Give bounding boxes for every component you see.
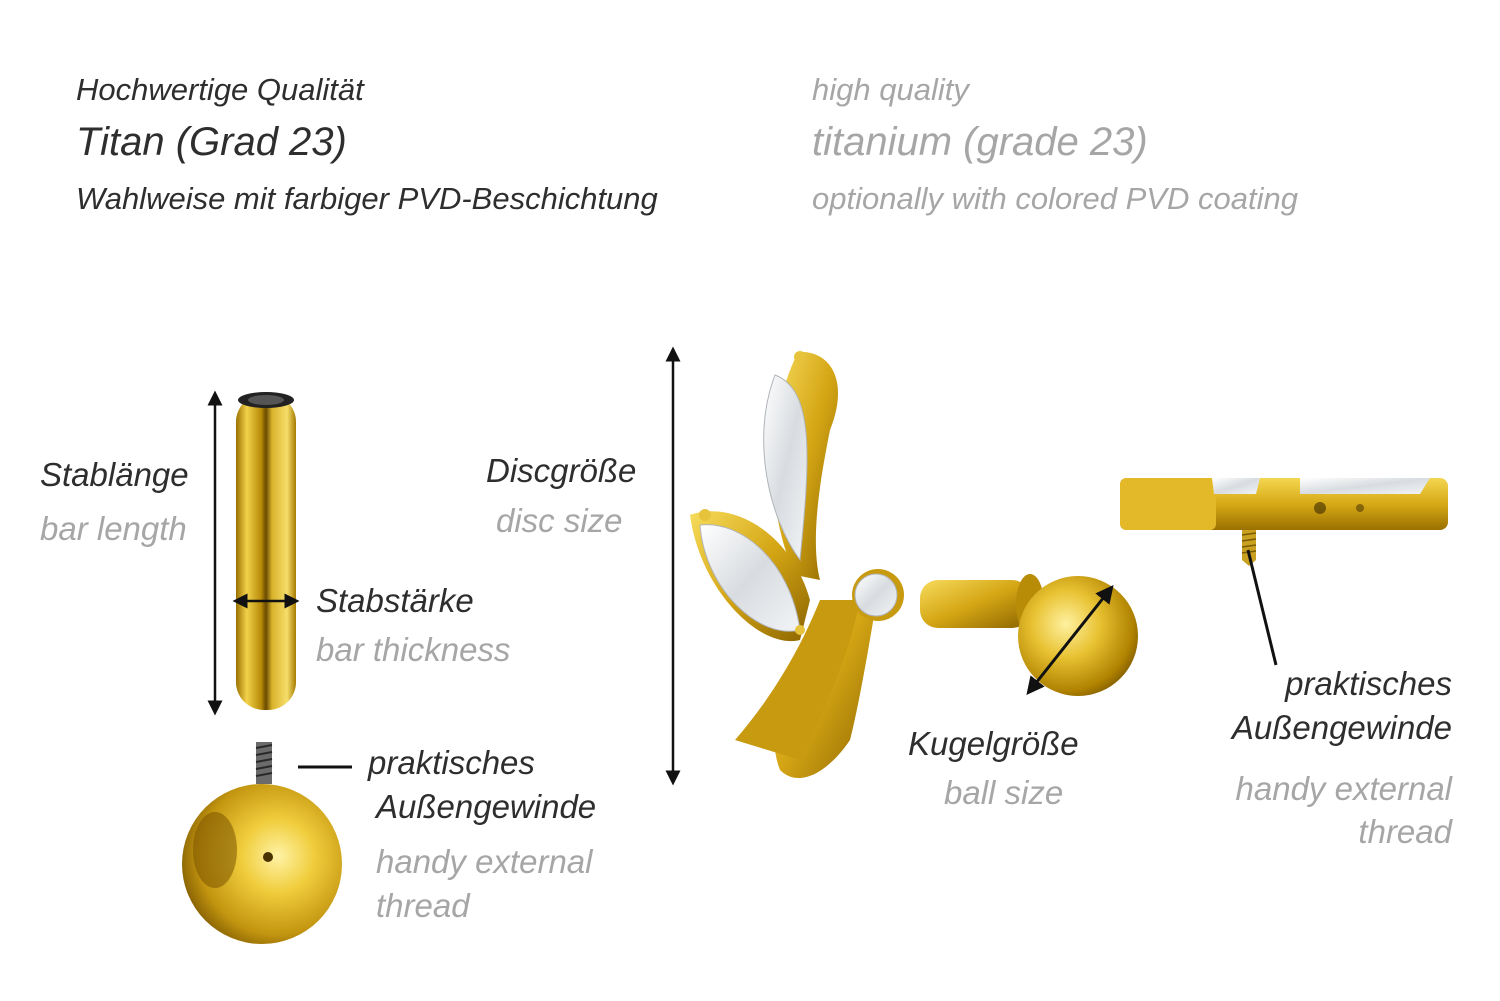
bar-thickness-label-de: Stabstärke	[316, 582, 474, 619]
header-en-material: titanium (grade 23)	[812, 120, 1148, 164]
upper-marquise-gem	[763, 374, 808, 562]
bar-length-label-en: bar length	[40, 510, 187, 547]
header-de-coating: Wahlweise mit farbiger PVD-Beschichtung	[76, 181, 658, 216]
ball-size-label-en: ball size	[944, 774, 1064, 811]
disc-side-view-illustration	[1120, 478, 1448, 666]
bar-thickness-label-en: bar thickness	[316, 631, 511, 668]
ball-illustration	[182, 742, 352, 944]
header-de-material: Titan (Grad 23)	[76, 120, 347, 164]
disc-size-label-de: Discgröße	[486, 452, 637, 489]
header-en-coating: optionally with colored PVD coating	[812, 181, 1298, 216]
thread-right-label-de-2: Außengewinde	[1231, 709, 1452, 746]
bar-illustration	[207, 390, 300, 716]
thread-left-label-en-2: thread	[376, 887, 470, 924]
thread-right-label-en-1: handy external	[1235, 770, 1452, 807]
thread-left-label-de-2: Außengewinde	[376, 788, 597, 825]
leaf-earring-illustration	[690, 351, 1138, 779]
header-de-quality: Hochwertige Qualität	[76, 72, 364, 107]
thread-left-label-de-1: praktisches	[368, 744, 535, 781]
ball-size-arrow	[1026, 584, 1114, 696]
ball-size-label-de: Kugelgröße	[908, 725, 1079, 762]
thread-right-label-de-1: praktisches	[1285, 665, 1452, 702]
thread-right-label-en-2: thread	[1358, 813, 1452, 850]
bar-length-label-de: Stablänge	[40, 456, 189, 493]
header-en-quality: high quality	[812, 72, 969, 107]
disc-size-label-en: disc size	[496, 502, 623, 539]
round-gem	[854, 573, 898, 617]
thread-right-pointer	[1246, 549, 1278, 666]
thread-left-label-en-1: handy external	[376, 843, 593, 880]
